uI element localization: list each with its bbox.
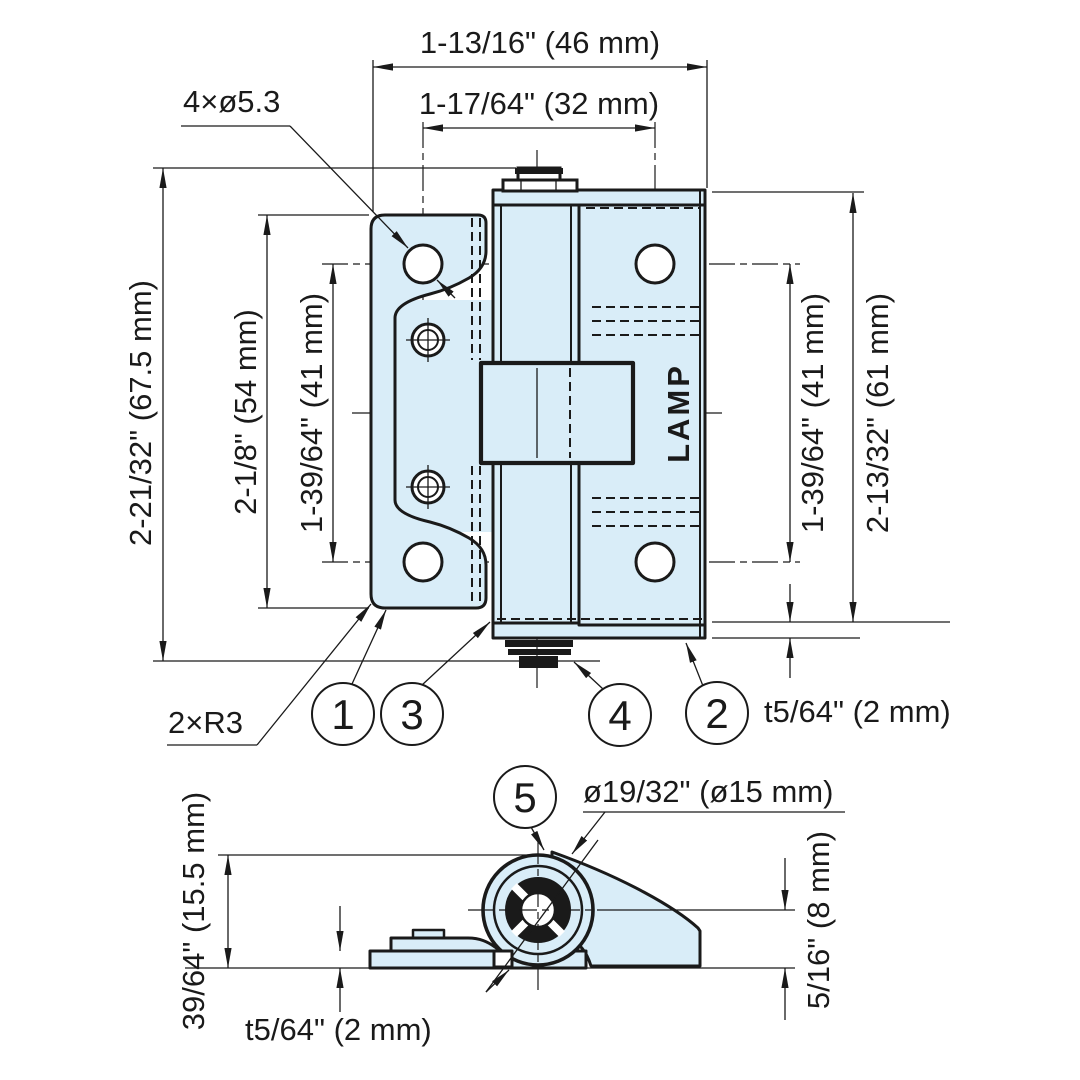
front-view: LAMP 1-13/16" (46 mm) 1-17/64" (32 mm) 2… — [123, 25, 951, 747]
dim-height-outer-left: 2-21/32" (67.5 mm) — [123, 280, 158, 546]
balloon-5-group: 5 — [493, 765, 557, 851]
dim-height-leaf: 2-1/8" (54 mm) — [228, 309, 263, 515]
balloon-3-number: 3 — [400, 691, 423, 738]
balloon-1-number: 1 — [331, 691, 354, 738]
balloon-3 — [380, 682, 444, 746]
balloon-5-number: 5 — [513, 774, 536, 821]
hole-top-left — [402, 243, 444, 285]
hole-bottom-left — [402, 541, 444, 583]
hole-bottom-right — [634, 541, 676, 583]
balloon-4 — [588, 683, 652, 747]
dim-width-inner: 1-17/64" (32 mm) — [419, 86, 659, 121]
section-barrel — [468, 838, 622, 993]
dim-section-height: 39/64" (15.5 mm) — [176, 792, 211, 1030]
dim-pin-height: 5/16" (8 mm) — [801, 831, 836, 1009]
mounting-holes — [402, 243, 676, 583]
callouts-front: 4×ø5.3 2×R3 — [167, 84, 456, 746]
callout-holes: 4×ø5.3 — [183, 84, 280, 119]
balloon-2-number: 2 — [705, 690, 728, 737]
callout-radius: 2×R3 — [168, 705, 243, 740]
dim-knuckle-diameter: ø19/32" (ø15 mm) — [583, 774, 833, 809]
dim-section-thickness: t5/64" (2 mm) — [245, 1012, 432, 1047]
balloon-4-number: 4 — [608, 692, 631, 739]
dim-hole-span-right: 1-39/64" (41 mm) — [795, 293, 830, 533]
hole-top-right — [634, 243, 676, 285]
screw-hole-lower — [406, 465, 450, 509]
slider-block — [478, 360, 636, 466]
balloon-2 — [685, 681, 749, 745]
section-step-plate — [389, 936, 502, 953]
balloons-front: 1 3 4 2 — [311, 609, 749, 747]
dimensions-front: 1-13/16" (46 mm) 1-17/64" (32 mm) 2-21/3… — [123, 25, 951, 729]
screw-hole-upper — [406, 318, 450, 362]
balloon-1 — [311, 682, 375, 746]
section-view: ø19/32" (ø15 mm) 5 39/64" (15.5 mm) t5/6… — [176, 765, 845, 1047]
section-stop-tab — [492, 949, 514, 969]
callout-knuckle-diameter: ø19/32" (ø15 mm) — [571, 774, 845, 855]
dim-height-outer-right: 2-13/32" (61 mm) — [860, 293, 895, 533]
hinge-pin-bottom — [505, 640, 573, 668]
dim-hole-span-left: 1-39/64" (41 mm) — [294, 293, 329, 533]
hinge-pin-top — [501, 166, 579, 193]
dim-width-outer: 1-13/16" (46 mm) — [420, 25, 660, 60]
dim-thickness-front: t5/64" (2 mm) — [764, 694, 951, 729]
dimensions-section: 39/64" (15.5 mm) t5/64" (2 mm) 5/16" (8 … — [176, 792, 836, 1047]
brand-stamp: LAMP — [661, 363, 696, 463]
balloon-5 — [493, 765, 557, 829]
